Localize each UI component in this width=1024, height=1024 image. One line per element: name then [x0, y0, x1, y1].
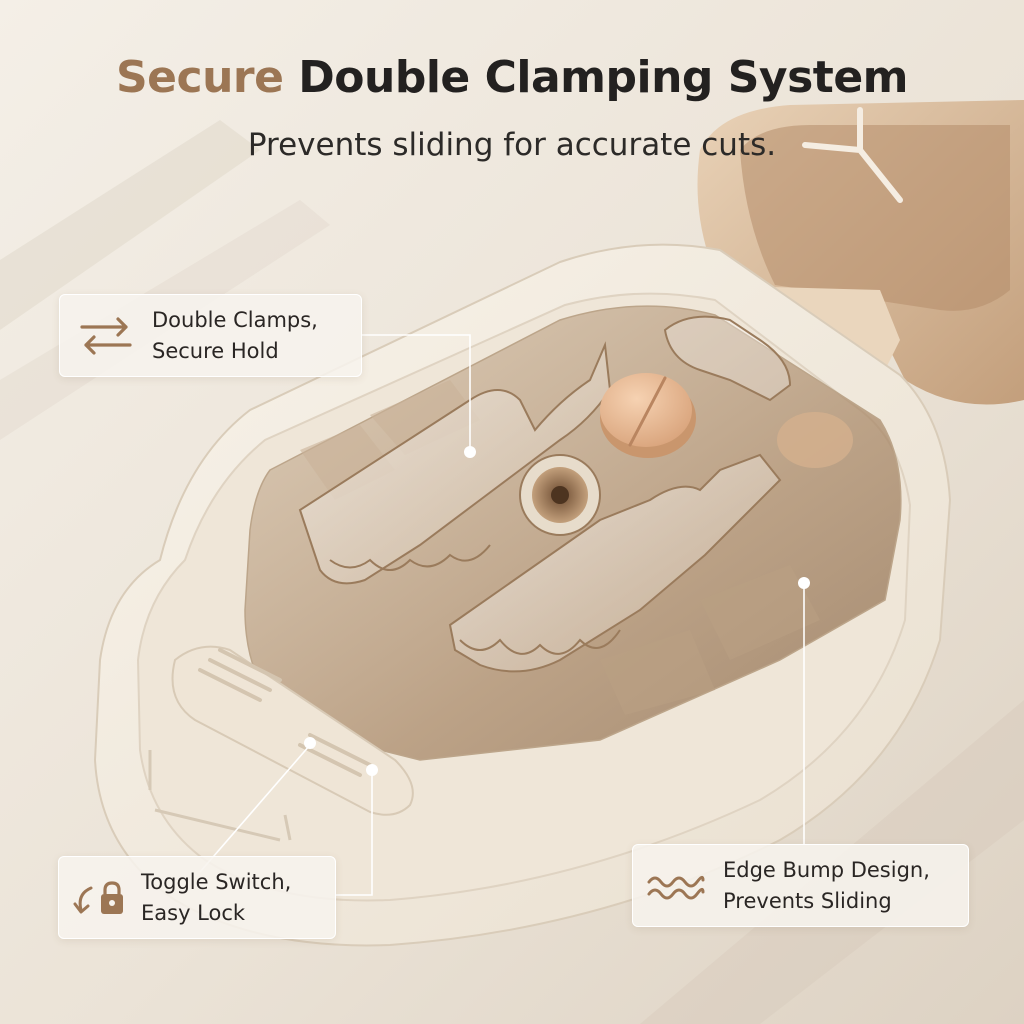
tray-compartment — [600, 630, 715, 715]
right-clamp — [448, 453, 782, 673]
tray-compartment — [370, 380, 480, 455]
callout-toggle-switch: Toggle Switch, Easy Lock — [58, 856, 336, 939]
callout-double-clamps: Double Clamps, Secure Hold — [59, 294, 362, 377]
headline: Secure Double Clamping System — [0, 52, 1024, 103]
tray-compartment — [700, 565, 820, 660]
callout-edge-line2: Prevents Sliding — [723, 888, 892, 913]
wavy-lines-icon — [645, 864, 707, 908]
callout-edge-line1: Edge Bump Design, — [723, 857, 930, 882]
callout-clamps-line1: Double Clamps, — [152, 307, 318, 332]
subheadline: Prevents sliding for accurate cuts. — [247, 127, 777, 163]
lid-blade — [802, 107, 903, 203]
swap-arrows-icon — [78, 314, 134, 358]
pill — [600, 373, 696, 458]
edge-bumps — [148, 750, 292, 842]
headline-accent: Secure — [115, 52, 284, 103]
pill-shadow — [777, 412, 853, 468]
callout-toggle-line2: Easy Lock — [141, 900, 246, 925]
clamp-arm — [663, 315, 792, 402]
toggle-switch — [171, 645, 414, 816]
rotate-lock-icon — [71, 876, 131, 920]
callout-leader-lines — [199, 334, 810, 896]
right-clamp-teeth — [459, 629, 621, 655]
light-streak — [0, 120, 260, 330]
callout-toggle-line1: Toggle Switch, — [141, 869, 292, 894]
callout-edge-bump: Edge Bump Design, Prevents Sliding — [632, 844, 969, 927]
center-gear — [519, 454, 601, 536]
callout-clamps-line2: Secure Hold — [152, 338, 279, 363]
left-clamp-teeth — [329, 544, 491, 571]
headline-rest: Double Clamping System — [298, 52, 909, 103]
